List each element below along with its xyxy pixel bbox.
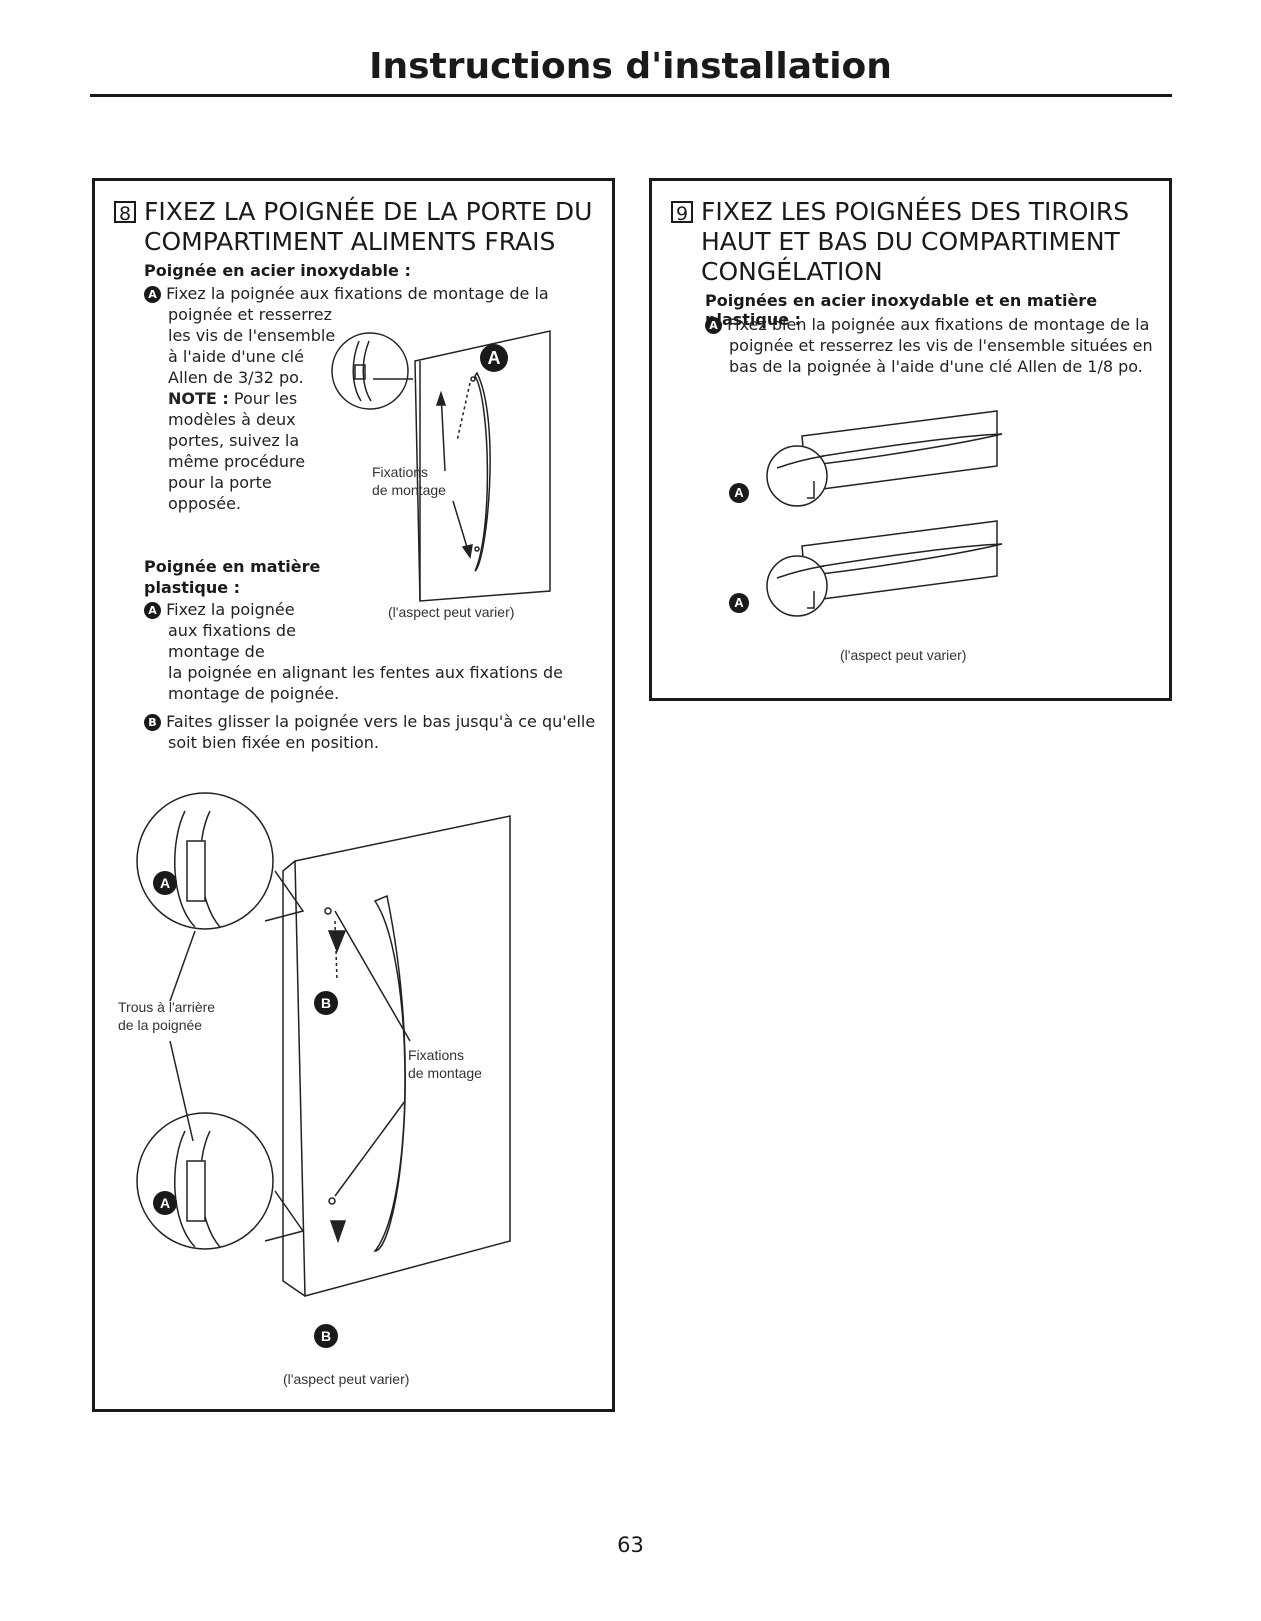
badge-a: A [144, 602, 161, 619]
step-heading-line1: FIXEZ LES POIGNÉES DES TIROIRS [701, 197, 1130, 226]
page-title: Instructions d'installation [369, 46, 892, 87]
text-line: même procédure [168, 452, 306, 471]
callout-a-badge: A [153, 871, 177, 895]
fig-label: Trous à l'arrière [118, 999, 216, 1015]
stainless-subheading: Poignée en acier inoxydable : [144, 261, 411, 280]
text-line: poignée et resserrez [168, 305, 333, 324]
text-line: pour la porte [168, 473, 272, 492]
text-line: montage de [168, 642, 265, 661]
text-line: portes, suivez la [168, 431, 300, 450]
callout-b-badge: B [314, 991, 338, 1015]
text-line: la poignée en alignant les fentes aux fi… [168, 663, 563, 682]
text-line: les vis de l'ensemble [168, 326, 336, 345]
text-line: opposée. [168, 494, 241, 513]
step-heading-line2: COMPARTIMENT ALIMENTS FRAIS [144, 227, 556, 256]
text-line: montage de poignée. [168, 684, 340, 703]
text-line: Fixez la poignée [166, 600, 295, 619]
text-line: Fixez la poignée aux fixations de montag… [166, 284, 549, 303]
badge-a: A [144, 286, 161, 303]
step-heading-line1: FIXEZ LA POIGNÉE DE LA PORTE DU [144, 197, 593, 226]
text-line: aux fixations de [168, 621, 296, 640]
plastic-handle-illustration [136, 792, 511, 1297]
badge-b: B [144, 714, 161, 731]
figure-caption: (l'aspect peut varier) [283, 1371, 410, 1387]
plastic-subheading: plastique : [144, 578, 241, 597]
fig-label: Fixations [372, 464, 429, 480]
step-8-panel: 8 FIXEZ LA POIGNÉE DE LA PORTE DU COMPAR… [92, 178, 615, 1412]
step-number: 9 [671, 201, 693, 225]
fig-label: Fixations [408, 1047, 465, 1063]
plastic-step-a: A Fixez la poignée [144, 599, 295, 620]
text-line: modèles à deux [168, 410, 296, 429]
title-rule [90, 94, 1172, 97]
text-line: Fixez bien la poignée aux fixations de m… [727, 315, 1150, 334]
text-line: à l'aide d'une clé [168, 347, 304, 366]
door-handle-illustration [331, 330, 551, 602]
text-line: soit bien fixée en position. [168, 733, 379, 752]
figure-caption: (l'aspect peut varier) [840, 647, 967, 663]
drawer-handles-illustration [766, 410, 1003, 617]
fig-label: de la poignée [118, 1017, 203, 1033]
page-number: 63 [617, 1533, 644, 1557]
step-heading-line3: CONGÉLATION [701, 257, 883, 286]
callout-a-badge: A [480, 344, 508, 372]
callout-a-badge: A [729, 483, 749, 503]
step-9-panel: 9 FIXEZ LES POIGNÉES DES TIROIRS HAUT ET… [649, 178, 1172, 701]
step-a: A Fixez bien la poignée aux fixations de… [705, 314, 1149, 335]
text-line: Pour les [228, 389, 298, 408]
text-line: poignée et resserrez les vis de l'ensemb… [729, 336, 1153, 355]
fig-label: de montage [408, 1065, 482, 1081]
text-line: bas de la poignée à l'aide d'une clé All… [729, 357, 1143, 376]
step-number: 8 [114, 201, 136, 225]
callout-a-badge: A [153, 1191, 177, 1215]
callout-a-badge: A [729, 593, 749, 613]
note-label: NOTE : [168, 389, 229, 408]
text-line: Allen de 3/32 po. [168, 368, 304, 387]
note-line: NOTE : Pour les [168, 388, 297, 409]
step-heading-line2: HAUT ET BAS DU COMPARTIMENT [701, 227, 1120, 256]
callout-b-badge: B [314, 1324, 338, 1348]
subheading: Poignées en acier inoxydable et en matiè… [705, 291, 1098, 329]
fig-label: de montage [372, 482, 446, 498]
plastic-step-b: B Faites glisser la poignée vers le bas … [144, 711, 595, 732]
figure-caption: (l'aspect peut varier) [388, 604, 515, 620]
text-line: Faites glisser la poignée vers le bas ju… [166, 712, 596, 731]
plastic-subheading: Poignée en matière [144, 557, 321, 576]
stainless-step-a: A Fixez la poignée aux fixations de mont… [144, 283, 549, 304]
badge-a: A [705, 317, 722, 334]
